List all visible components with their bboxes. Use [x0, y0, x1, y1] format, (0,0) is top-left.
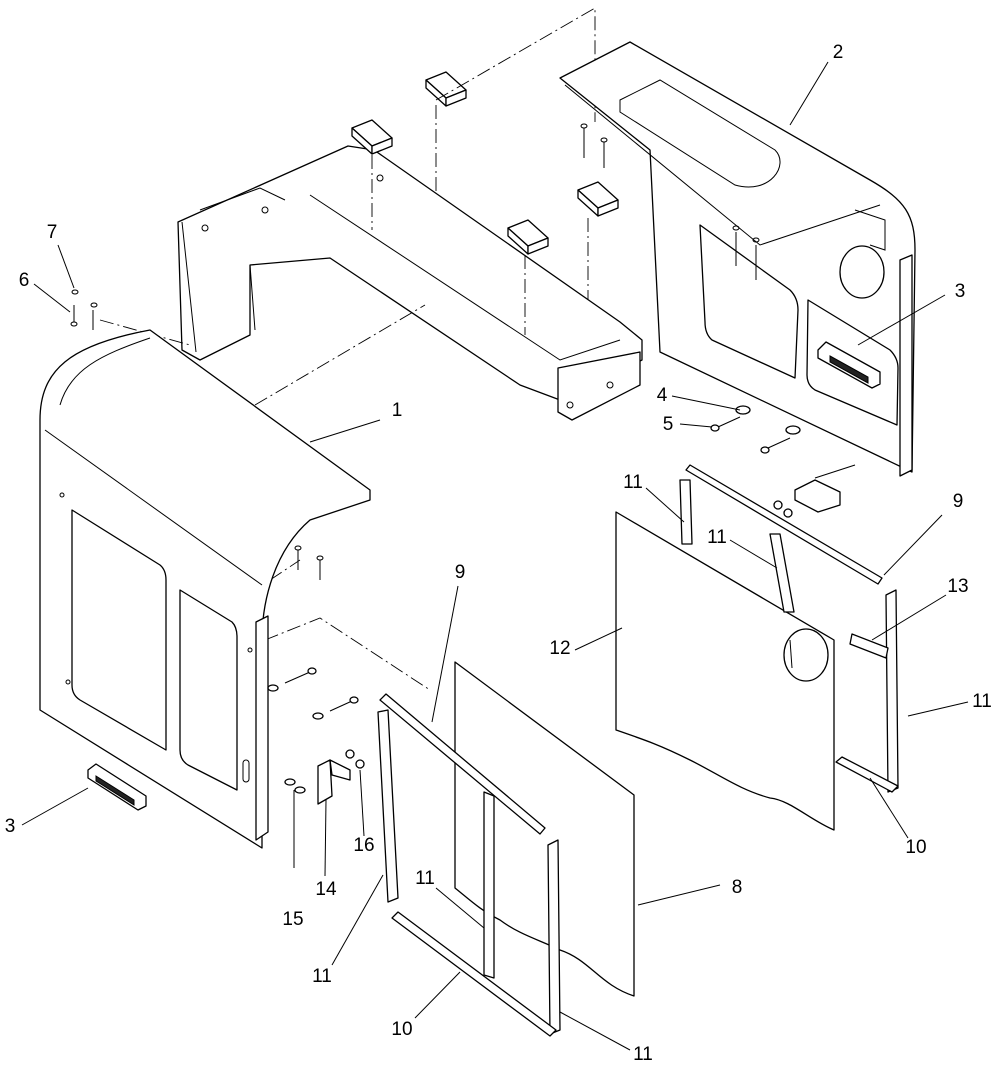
- washer: [267, 684, 279, 692]
- rubber-bumpers: [351, 71, 619, 255]
- leader-lines: [21, 61, 969, 1051]
- screw: [90, 302, 98, 330]
- screw: [600, 137, 608, 168]
- washer: [312, 712, 324, 720]
- callout-11-a: 11: [623, 472, 643, 493]
- callout-11-b: 11: [707, 527, 727, 548]
- callouts: 1 2 3 3 4 5 6 7 8 9 9 10 10 11 11 11 11 …: [5, 42, 992, 1065]
- callout-14: 14: [315, 879, 337, 900]
- callout-6: 6: [19, 270, 30, 291]
- screw: [316, 555, 324, 580]
- callout-12: 12: [549, 638, 570, 659]
- bolt: [329, 696, 359, 712]
- bolt-5: [710, 416, 741, 432]
- washer-7: [71, 289, 79, 295]
- callout-3-right: 3: [955, 281, 966, 302]
- callout-9-left: 9: [455, 562, 466, 583]
- screw: [732, 225, 740, 266]
- screw: [580, 123, 588, 158]
- washer-4: [735, 405, 751, 415]
- bumper: [507, 219, 549, 255]
- callout-9-right: 9: [953, 491, 964, 512]
- callout-8: 8: [732, 877, 743, 898]
- handle-right: [817, 341, 881, 389]
- hinge-bracket-right: [773, 464, 856, 518]
- hinge-bracket-left: [284, 749, 365, 805]
- callout-1: 1: [392, 400, 403, 421]
- screw: [294, 545, 302, 570]
- seal-strips-left: [377, 693, 561, 1037]
- bolt: [760, 437, 791, 454]
- callout-5: 5: [663, 414, 674, 435]
- callout-11-e: 11: [415, 868, 435, 889]
- callout-11-d: 11: [312, 966, 332, 987]
- insulation-pad-right: [615, 511, 835, 831]
- washer: [785, 425, 801, 435]
- bumper: [425, 71, 467, 107]
- callout-4: 4: [657, 385, 668, 406]
- center-frame: [177, 145, 643, 421]
- callout-16: 16: [353, 835, 374, 856]
- fasteners: [70, 123, 801, 720]
- handle-left: [87, 763, 147, 811]
- screw: [752, 237, 760, 280]
- callout-7: 7: [47, 222, 58, 243]
- right-side-panel: [559, 41, 916, 477]
- callout-10-left: 10: [391, 1019, 412, 1040]
- callout-11-c: 11: [972, 691, 992, 712]
- callout-3-left: 3: [5, 816, 16, 837]
- callout-15: 15: [282, 909, 303, 930]
- callout-10-right: 10: [905, 837, 926, 858]
- callout-13: 13: [947, 576, 968, 597]
- bumper: [577, 181, 619, 217]
- left-side-panel: [39, 329, 371, 849]
- callout-2: 2: [833, 42, 844, 63]
- seal-strips-right: [679, 464, 899, 793]
- bolt: [284, 667, 317, 684]
- screw-6: [70, 305, 78, 327]
- callout-11-f: 11: [633, 1044, 653, 1065]
- bumper: [351, 119, 393, 155]
